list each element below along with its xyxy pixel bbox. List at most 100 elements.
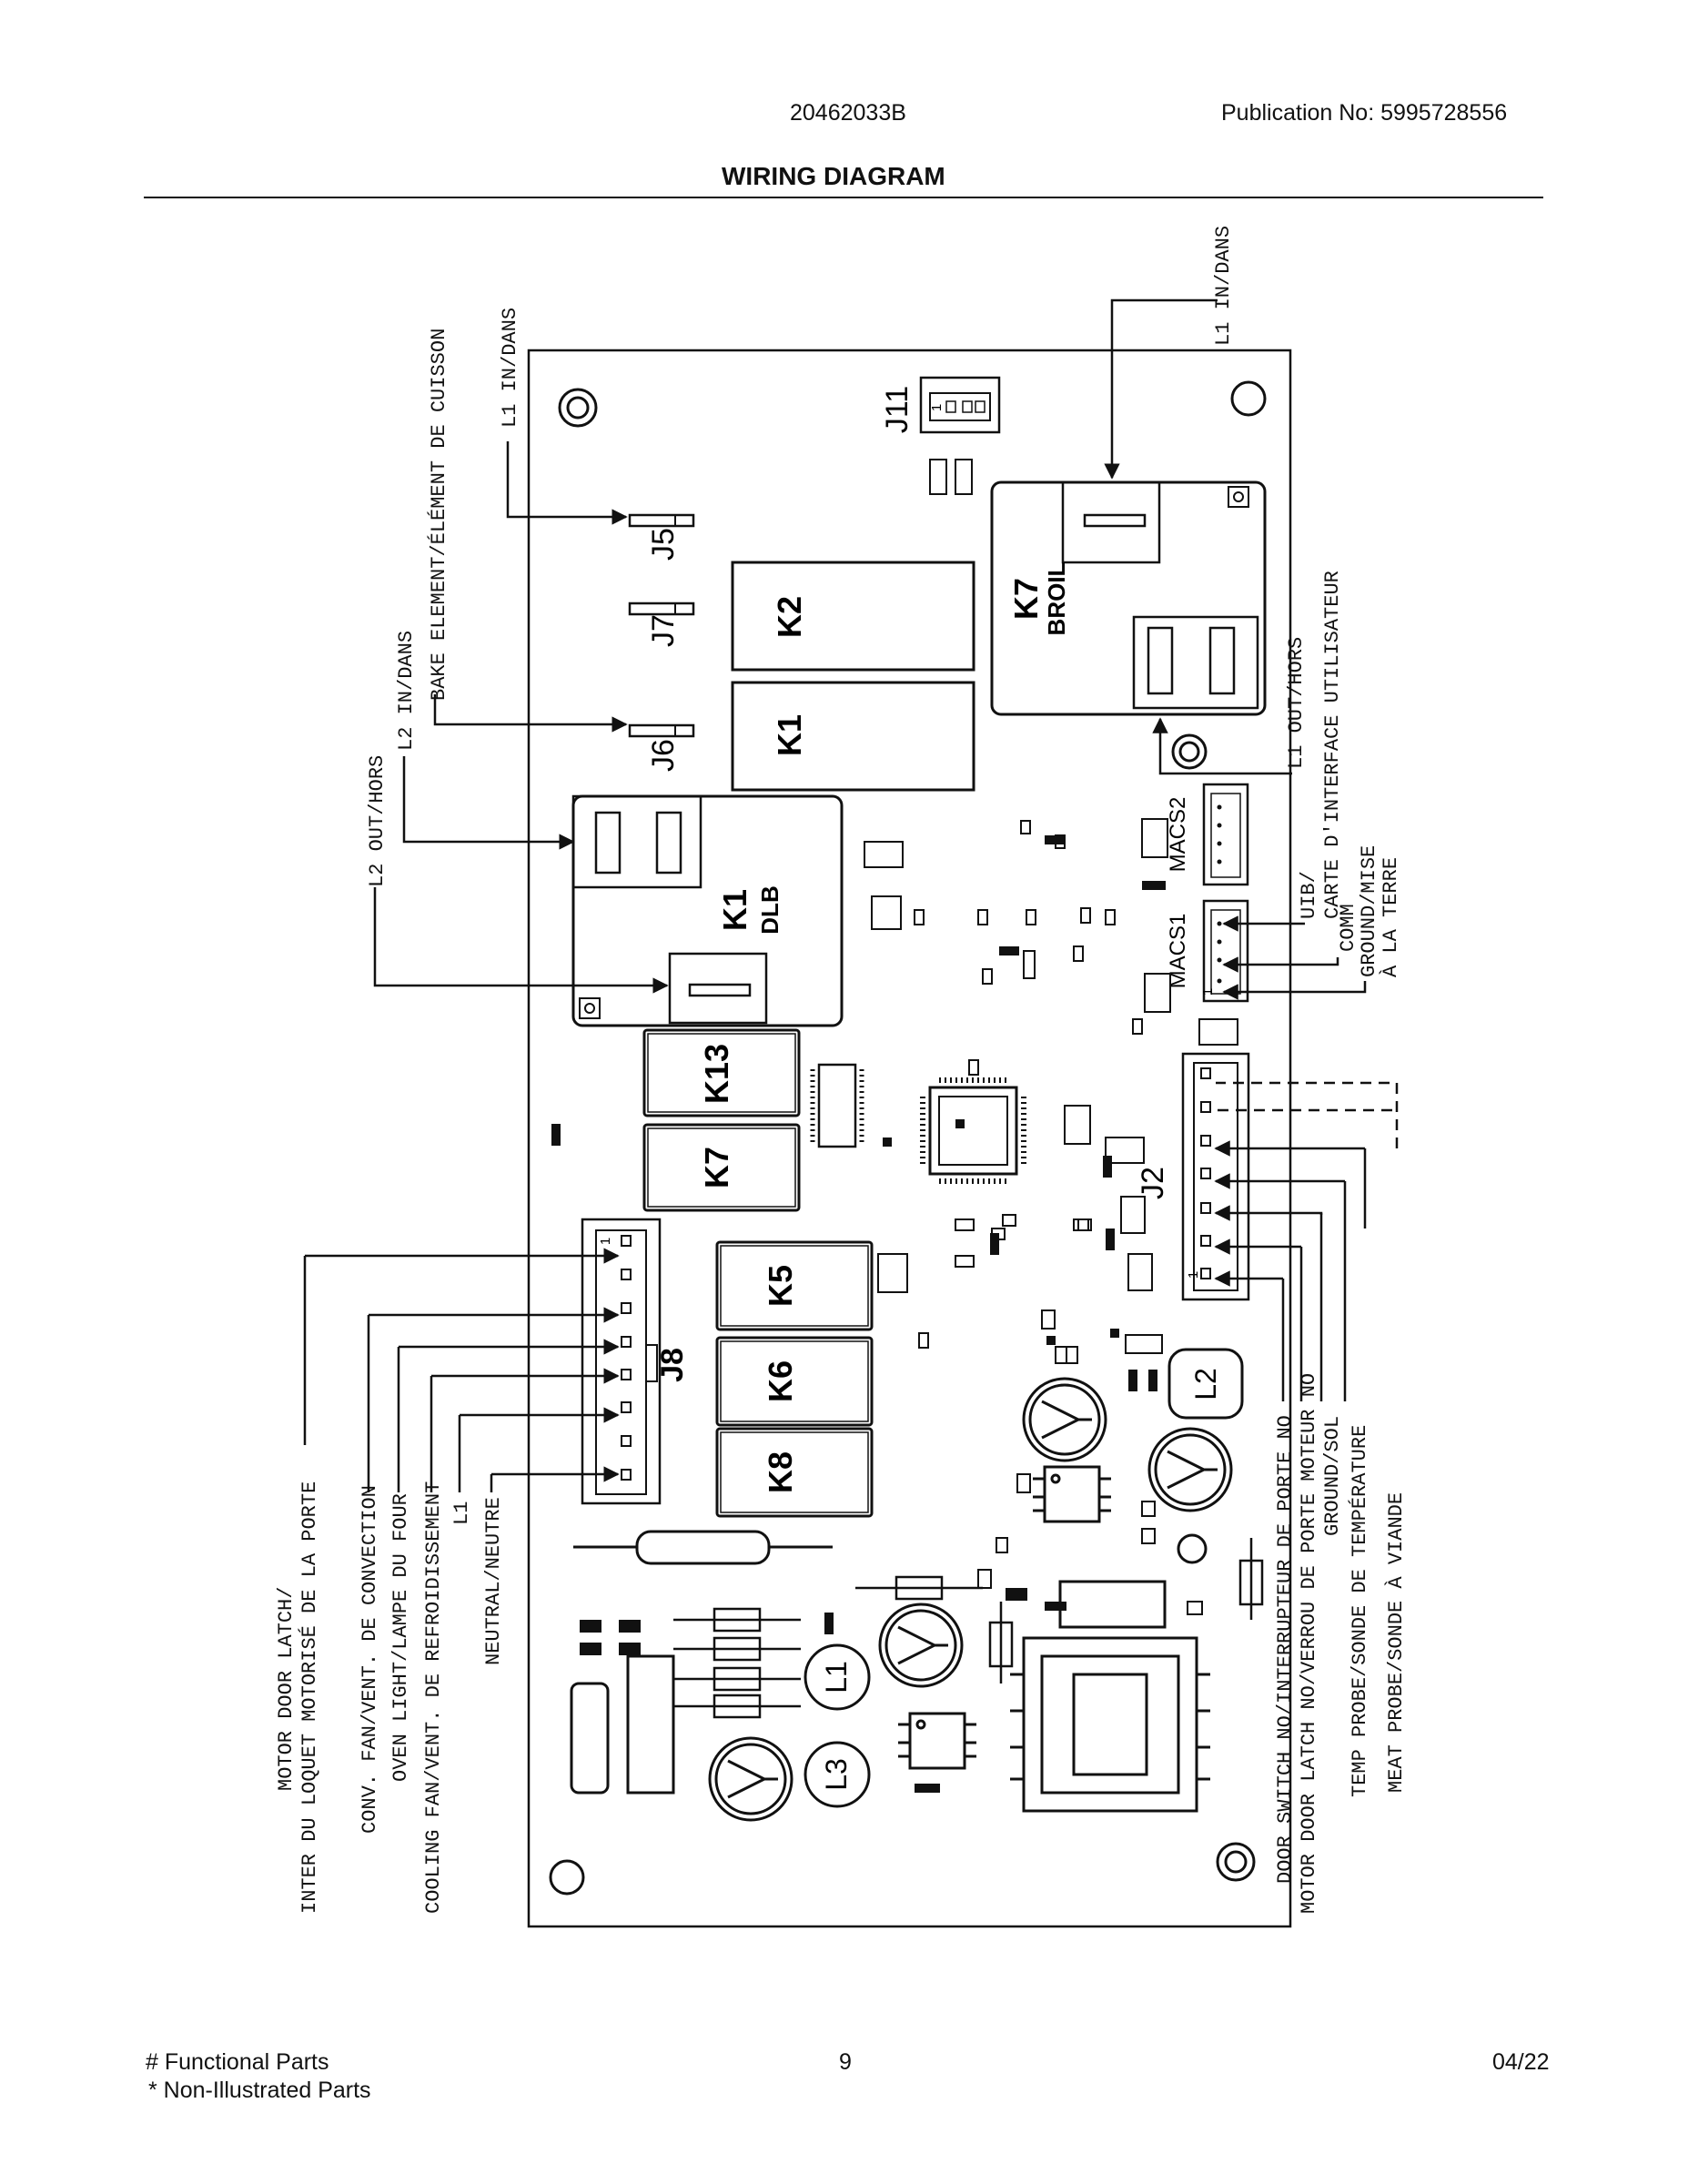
relay-k2-label: K2 [771,596,808,638]
mounting-hole-top-right [1230,380,1267,417]
mounting-hole-bottom-right [1216,1842,1256,1882]
label-cooling-fan: COOLING FAN/VENT. DE REFROIDISSEMENT [422,1481,445,1914]
smd-components [864,459,1238,1615]
label-oven-light: OVEN LIGHT/LAMPE DU FOUR [389,1493,412,1782]
relay-k7-broil: K7 BROIL [990,480,1267,716]
relay-k7-small-label: K7 [698,1147,735,1188]
wire-lead-dashed [1216,1081,1399,1148]
wire-leads [305,298,1367,1482]
relay-k7-label: K7 [1007,578,1045,620]
terminal-j6: J6 [628,723,695,772]
mounting-hole-k7 [1171,733,1208,770]
control-board-outline [527,349,1292,1928]
microcontroller-chip [920,1077,1026,1184]
connector-j2: 1 J2 [1136,1052,1250,1301]
terminal-j7-label: J7 [646,614,681,647]
smd-resistor-arrays [551,835,1166,1793]
relay-k8-label: K8 [762,1451,799,1493]
transformer [1010,1636,1210,1813]
footer-non-illustrated-parts: * Non-Illustrated Parts [148,2078,371,2103]
relay-k13: K13 [642,1028,801,1117]
ic-chip [810,1063,864,1148]
relay-k6: K6 [715,1336,874,1427]
label-comm: COMM [1337,904,1359,952]
inductor-l2-label: L2 [1189,1368,1222,1400]
connector-j11-label: J11 [880,386,915,433]
label-l1-in-left: L1 IN/DANS [499,308,521,428]
relay-k1: K1 [731,681,975,792]
capacitor-round-1 [1022,1377,1107,1462]
inductor-l1-label: L1 [820,1661,853,1694]
inductor-l1: L1 [804,1643,871,1711]
connector-j2-pin1: 1 [1186,1271,1201,1279]
label-l2-out: L2 OUT/HORS [366,755,389,887]
diode-4 [673,1694,801,1719]
resistor-axial [573,1530,833,1565]
diode-2 [673,1636,801,1662]
label-uib: UIB/ [1298,871,1320,919]
optocoupler-2 [898,1712,976,1770]
terminal-j5-label: J5 [646,528,681,561]
diode-5 [855,1575,983,1601]
connector-macs2-label: MACS2 [1166,797,1190,873]
capacitor-film [570,1682,610,1795]
optocoupler-1 [1033,1465,1111,1523]
diode-7 [1238,1538,1264,1620]
label-l2-in: L2 IN/DANS [395,631,418,751]
relay-k2: K2 [731,561,975,672]
label-motor-door-latch: MOTOR DOOR LATCH/ [275,1587,298,1791]
page-title: WIRING DIAGRAM [722,162,945,190]
relay-k1-dlb-label: K1 [716,889,753,931]
label-motor-door-latch-no: MOTOR DOOR LATCH NO/VERROU DE PORTE MOTE… [1298,1373,1320,1914]
relay-k5: K5 [715,1240,874,1331]
capacitor-block-2 [1058,1580,1167,1629]
relay-dlb-label: DLB [756,885,783,934]
label-ground-sol: GROUND/SOL [1321,1416,1344,1536]
label-temp-probe: TEMP PROBE/SONDE DE TEMPÉRATURE [1348,1425,1371,1797]
label-l1: L1 [450,1502,473,1525]
relay-k5-label: K5 [762,1265,799,1307]
capacitor-round-4 [708,1736,793,1822]
label-neutral: NEUTRAL/NEUTRE [482,1497,505,1665]
connector-j8: 1 J8 [581,1218,690,1505]
label-conv-fan: CONV. FAN/VENT. DE CONVECTION [359,1485,381,1834]
capacitor-block [626,1654,675,1795]
terminal-j6-label: J6 [646,739,681,772]
mounting-hole-mid [1177,1533,1208,1564]
connector-j8-pin1: 1 [598,1238,613,1245]
inductor-l3: L3 [804,1741,871,1808]
capacitor-round-2 [1147,1427,1233,1512]
connector-macs2: MACS2 [1166,783,1249,886]
relay-k1-label: K1 [771,714,808,756]
connector-j11: 1 J11 [880,376,1001,434]
diode-6 [988,1602,1014,1684]
diode-3 [673,1666,801,1692]
label-user-interface-board: CARTE D'INTERFACE UTILISATEUR [1321,571,1344,919]
label-ground-mise: GROUND/MISE [1358,845,1380,977]
label-l1-in-top: L1 IN/DANS [1212,226,1235,346]
connector-j2-label: J2 [1136,1167,1170,1199]
label-motor-door-latch-fr: INTER DU LOQUET MOTORISÉ DE LA PORTE [298,1481,321,1914]
mounting-hole-bottom-left [549,1859,585,1896]
label-meat-probe: MEAT PROBE/SONDE À VIANDE [1384,1492,1408,1793]
connector-macs1: 1 MACS1 [1166,899,1249,1003]
relay-k13-label: K13 [698,1044,735,1104]
connector-j8-label: J8 [655,1348,690,1382]
label-door-switch: DOOR SWITCH NO/INTERRUPTEUR DE PORTE NO [1274,1415,1297,1884]
mounting-hole-top-left [558,388,598,428]
relay-k8: K8 [715,1427,874,1518]
relay-k7-small: K7 [642,1123,801,1212]
connector-j11-pin1: 1 [929,404,945,411]
relay-broil-label: BROIL [1043,561,1070,635]
publication-number: Publication No: 5995728556 [1221,100,1508,126]
capacitor-round-3 [878,1603,964,1688]
inductor-l2: L2 [1167,1348,1244,1420]
footer-functional-parts: # Functional Parts [146,2049,329,2075]
terminal-j7: J7 [628,602,695,647]
wire-lead-stems [303,1148,1367,1492]
relay-k1-dlb: K1 DLB [571,794,844,1027]
label-ground-terre: À LA TERRE [1379,857,1402,977]
inductor-l3-label: L3 [820,1758,853,1791]
label-bake-element: BAKE ELEMENT/ÉLÉMENT DE CUISSON [427,329,450,701]
